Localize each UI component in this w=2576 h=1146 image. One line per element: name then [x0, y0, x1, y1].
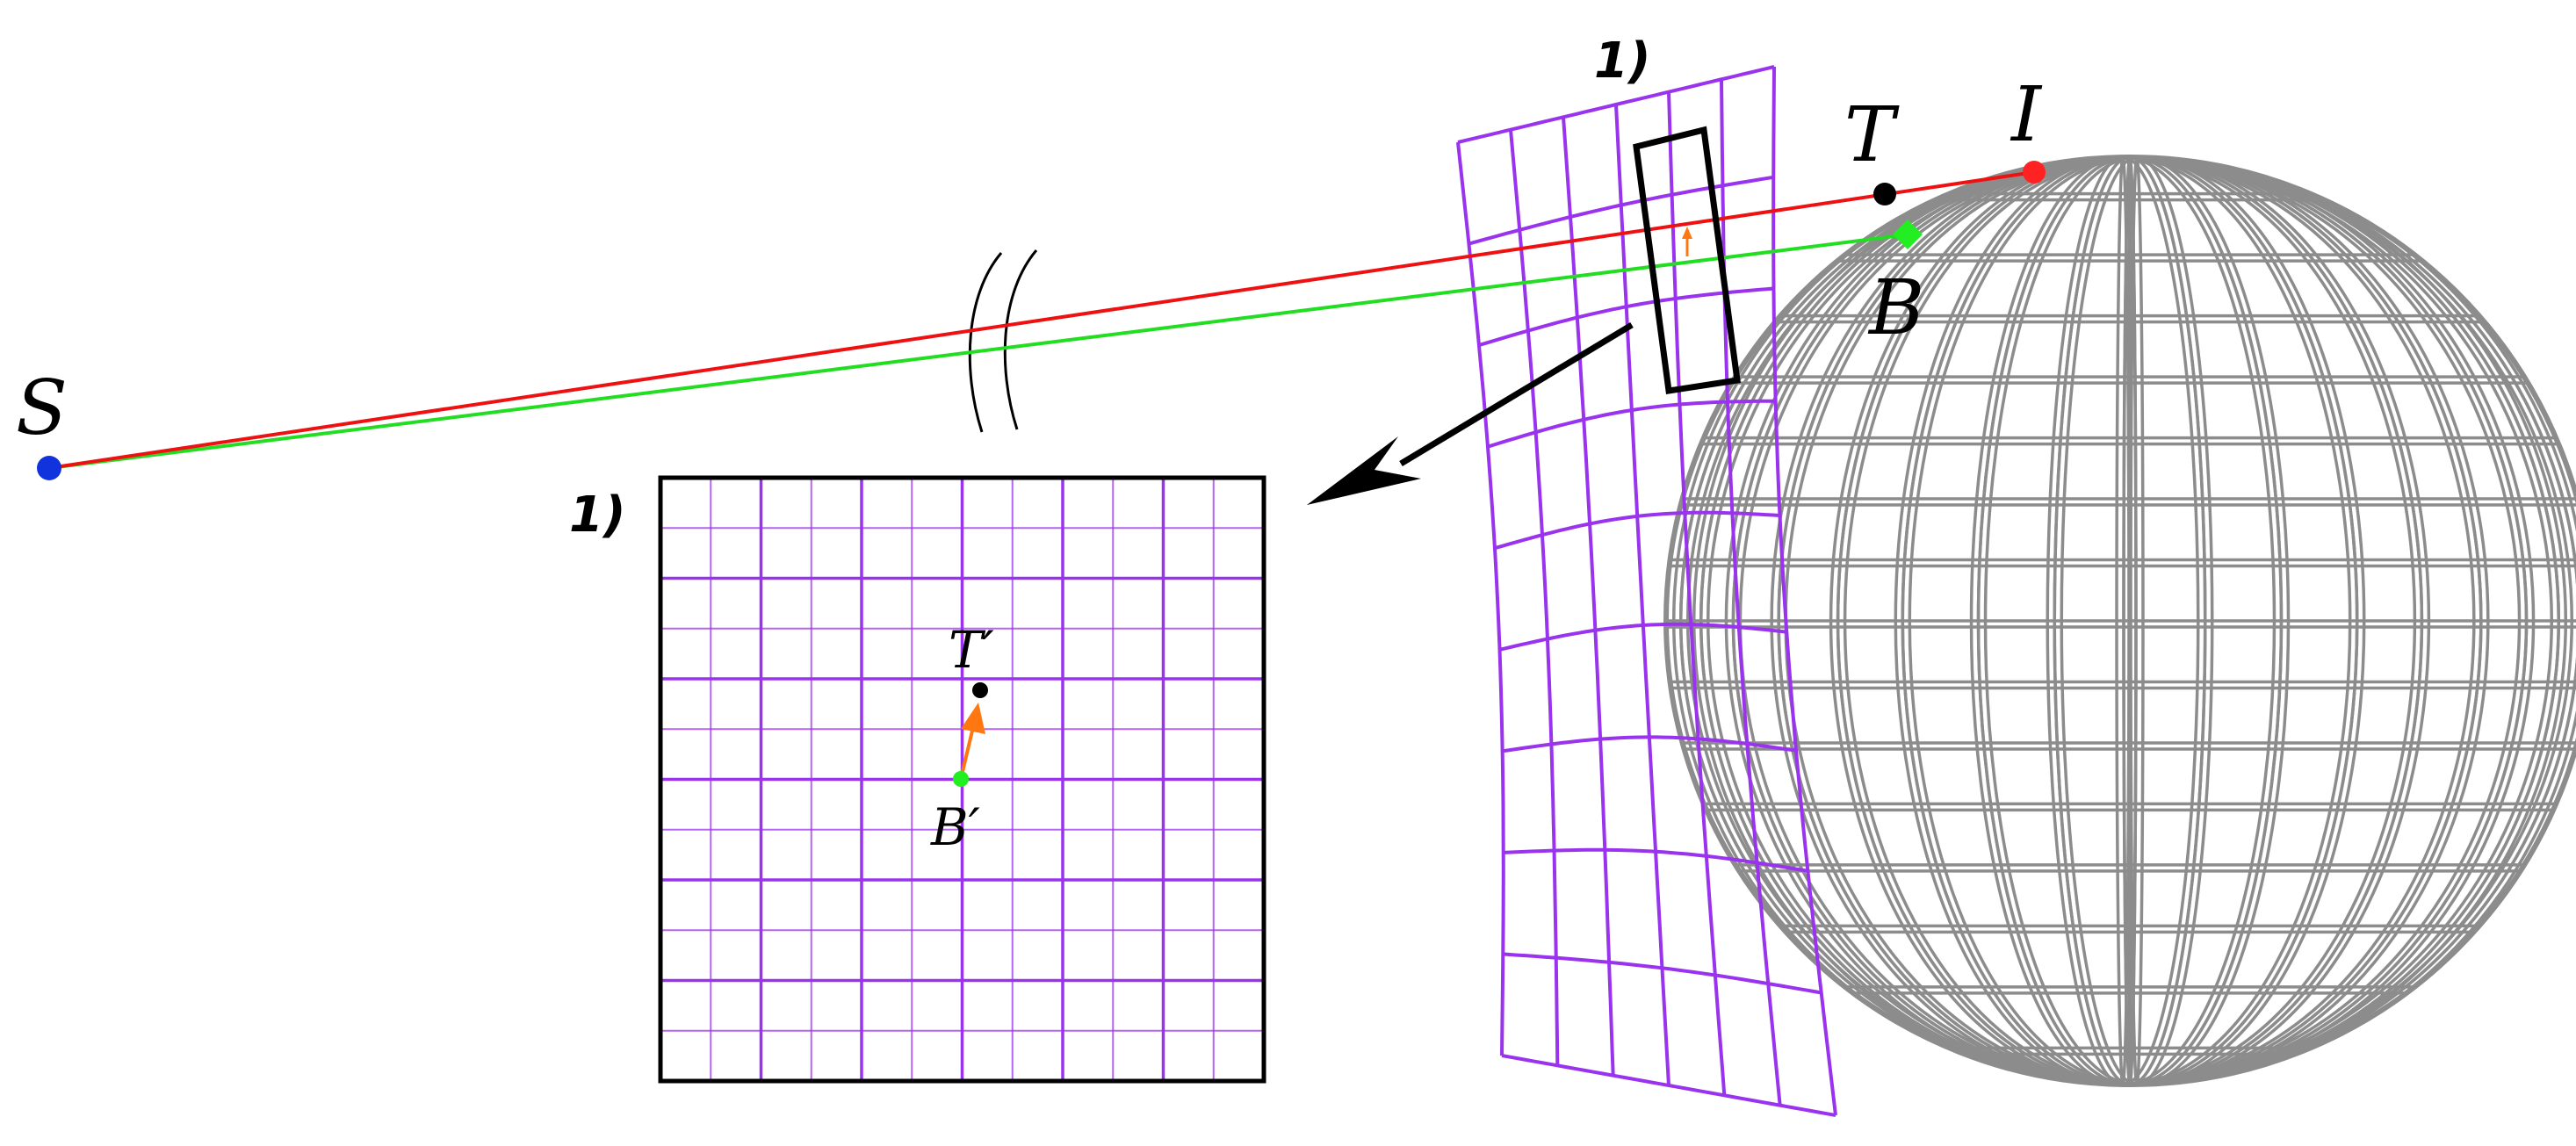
- grid-line: [1502, 735, 1797, 753]
- source-point: [37, 456, 61, 480]
- intersection-point: [2023, 161, 2046, 184]
- label-detail-marker: 1): [1594, 32, 1651, 90]
- small-offset-arrow-icon: [1682, 227, 1692, 256]
- grid-line: [1509, 129, 1560, 1066]
- inset-grid: [660, 478, 1264, 1081]
- target-point: [1873, 183, 1896, 205]
- label-inset-marker: 1): [569, 487, 626, 544]
- grid-line: [1456, 141, 1505, 1056]
- grid-line: [1468, 175, 1774, 246]
- grid-line: [1503, 847, 1808, 873]
- arrow-icon: [1307, 321, 1634, 505]
- detail-rectangle: [1633, 126, 1741, 395]
- offset-arrow-icon: [959, 703, 985, 780]
- label-beam-projected: B′: [930, 797, 980, 857]
- grid-line: [1499, 622, 1787, 652]
- grid-line: [1667, 91, 1727, 1096]
- grid-line: [1501, 1054, 1836, 1117]
- green-ray: [48, 233, 1909, 470]
- label-beam-point: B: [1867, 264, 1924, 352]
- grid-line: [1494, 510, 1780, 551]
- label-intersection: I: [2010, 71, 2043, 159]
- grid-line: [1503, 952, 1822, 995]
- grid-line: [1771, 66, 1837, 1116]
- curved-detector-grid: [1456, 65, 1837, 1117]
- grid-line: [1720, 79, 1782, 1106]
- grid-line: [1614, 104, 1670, 1086]
- grid-line: [1562, 117, 1615, 1076]
- projected-target-point: [972, 682, 988, 698]
- grid-line: [1487, 399, 1776, 449]
- grid-line: [1457, 65, 1775, 144]
- label-target: T: [1844, 91, 1900, 179]
- label-target-projected: T′: [949, 620, 994, 680]
- sphere-wireframe: [1663, 155, 2576, 1087]
- inset-frame: [658, 475, 1266, 1084]
- axis-break-icon: [968, 249, 1038, 433]
- label-source: S: [16, 364, 68, 452]
- projected-beam-point: [953, 771, 969, 787]
- red-ray: [48, 170, 2035, 470]
